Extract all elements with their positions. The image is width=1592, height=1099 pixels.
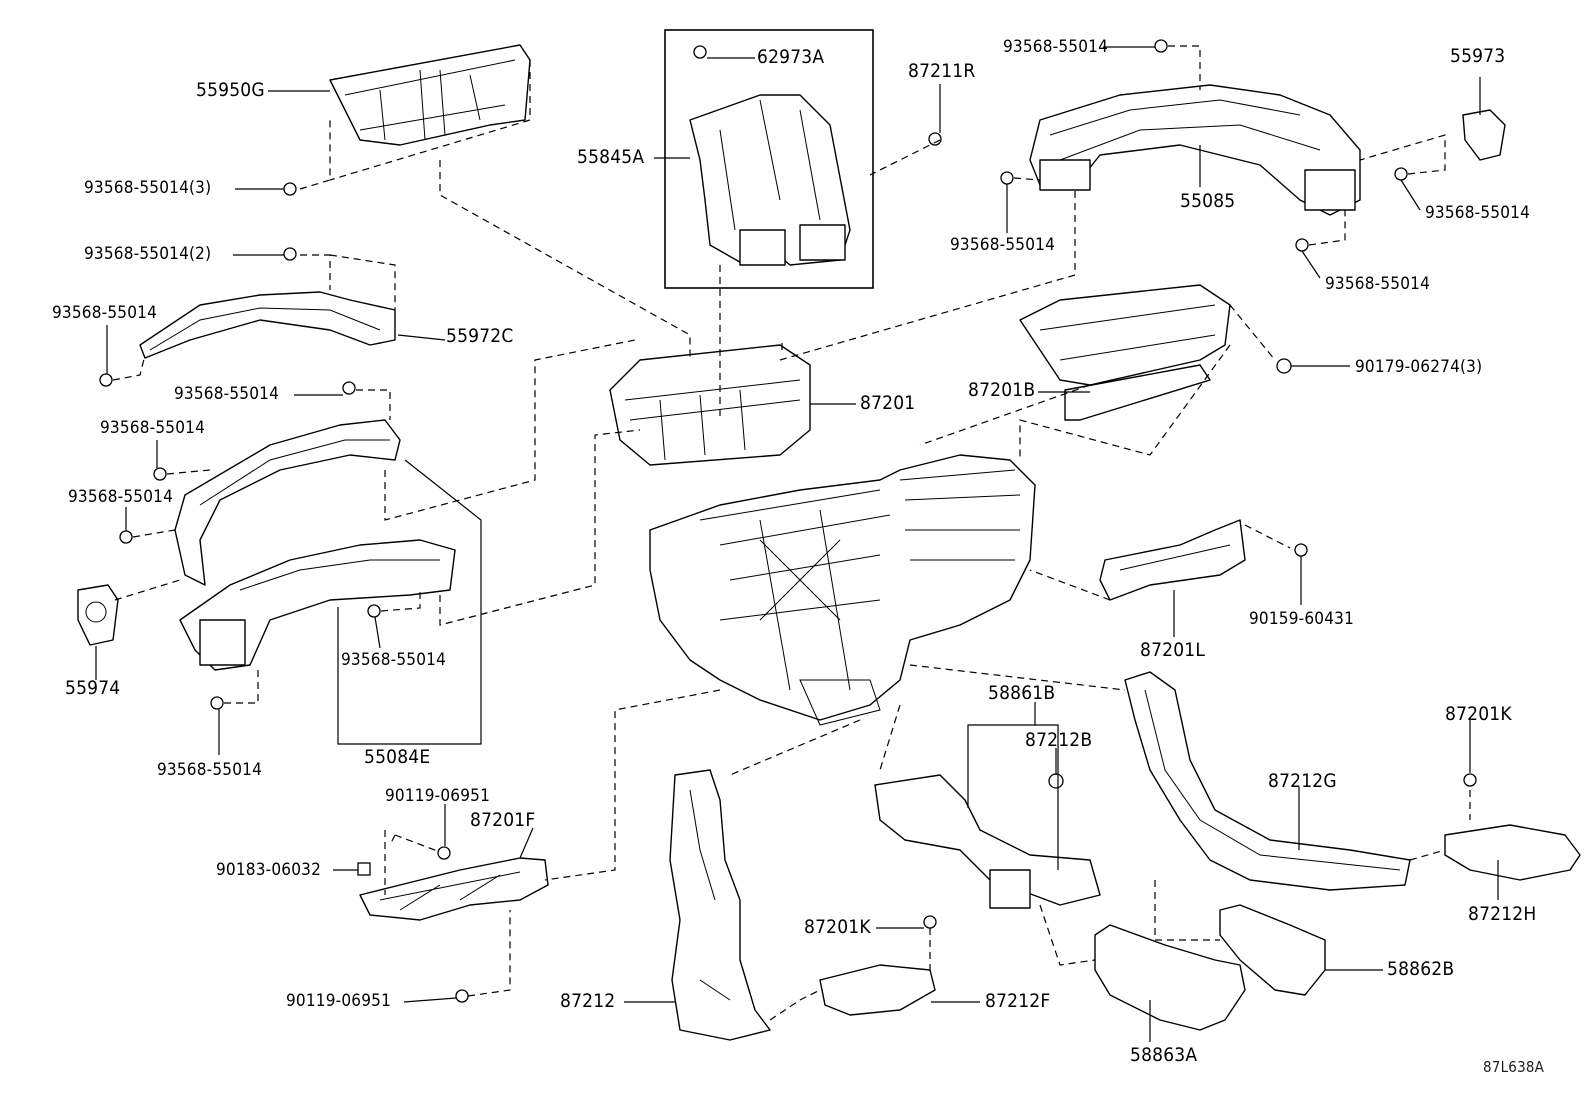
part-55084e-upper-drawing: [174, 419, 401, 586]
label-93568-55014-3: 93568-55014(3): [84, 178, 212, 198]
label-93568-55014-h: 93568-55014: [950, 235, 1056, 255]
label-93568-55014-2: 93568-55014(2): [84, 244, 212, 264]
label-55974: 55974: [65, 677, 121, 699]
part-55973-drawing: [1462, 109, 1506, 161]
label-90119-06951-b: 90119-06951: [286, 991, 392, 1011]
part-55085-drawing: [1029, 84, 1361, 216]
label-87201: 87201: [860, 392, 916, 414]
label-90159-60431: 90159-60431: [1249, 609, 1355, 629]
part-hvac-unit-drawing: [649, 454, 1036, 726]
part-55845a-drawing: [689, 94, 851, 266]
label-87212h: 87212H: [1468, 903, 1537, 925]
label-93568-55014-a: 93568-55014: [52, 303, 158, 323]
part-87201-drawing: [609, 344, 811, 466]
part-87212f-drawing: [819, 964, 936, 1016]
label-93568-55014-d: 93568-55014: [68, 487, 174, 507]
part-87212h-drawing: [1444, 824, 1581, 881]
part-55084e-lower-drawing: [179, 539, 456, 671]
label-87212b: 87212B: [1025, 729, 1093, 751]
label-93568-55014-b: 93568-55014: [174, 384, 280, 404]
part-87212-drawing: [669, 769, 771, 1041]
fastener-symbols: [99, 39, 1477, 1003]
label-87201l: 87201L: [1140, 639, 1206, 661]
label-55972c: 55972C: [446, 325, 514, 347]
part-87201f-drawing: [359, 857, 549, 921]
part-58863a-drawing: [1094, 924, 1246, 1031]
part-87201l-drawing: [1099, 519, 1246, 601]
part-55974-drawing: [77, 584, 119, 646]
label-55973: 55973: [1450, 45, 1506, 67]
leader-lines: [95, 46, 1499, 1042]
part-55972c-drawing: [139, 291, 396, 359]
label-58863a: 58863A: [1130, 1044, 1198, 1066]
label-55845a: 55845A: [577, 146, 645, 168]
inset-box: [664, 29, 874, 289]
label-93568-55014-e: 93568-55014: [341, 650, 447, 670]
label-87201k-a: 87201K: [1445, 703, 1512, 725]
label-90119-06951-a: 90119-06951: [385, 786, 491, 806]
part-58861b-drawing: [874, 774, 1101, 909]
label-93568-55014-g: 93568-55014: [1003, 37, 1109, 57]
label-55084e: 55084E: [364, 746, 431, 768]
label-87212f: 87212F: [985, 990, 1051, 1012]
part-55950g-drawing: [329, 44, 531, 146]
label-58861b: 58861B: [988, 682, 1056, 704]
dashed-assembly-lines: [112, 45, 1471, 1021]
label-87201b: 87201B: [968, 379, 1036, 401]
label-87212: 87212: [560, 990, 616, 1012]
label-87212g: 87212G: [1268, 770, 1337, 792]
label-87201k-b: 87201K: [804, 916, 871, 938]
label-55085: 55085: [1180, 190, 1236, 212]
label-93568-55014-j: 93568-55014: [1325, 274, 1431, 294]
label-58862b: 58862B: [1387, 958, 1455, 980]
label-93568-55014-c: 93568-55014: [100, 418, 206, 438]
diagram-code: 87L638A: [1483, 1058, 1545, 1076]
label-87201f: 87201F: [470, 809, 536, 831]
label-90183-06032: 90183-06032: [216, 860, 322, 880]
label-62973a: 62973A: [757, 46, 825, 68]
part-58862b-drawing: [1219, 904, 1326, 996]
label-90179-06274-3: 90179-06274(3): [1355, 357, 1483, 377]
label-93568-55014-i: 93568-55014: [1425, 203, 1531, 223]
label-55950g: 55950G: [196, 79, 265, 101]
label-87211r: 87211R: [908, 60, 976, 82]
label-93568-55014-f: 93568-55014: [157, 760, 263, 780]
part-87212g-drawing: [1124, 671, 1411, 891]
part-87201b-drawing: [1019, 284, 1231, 421]
